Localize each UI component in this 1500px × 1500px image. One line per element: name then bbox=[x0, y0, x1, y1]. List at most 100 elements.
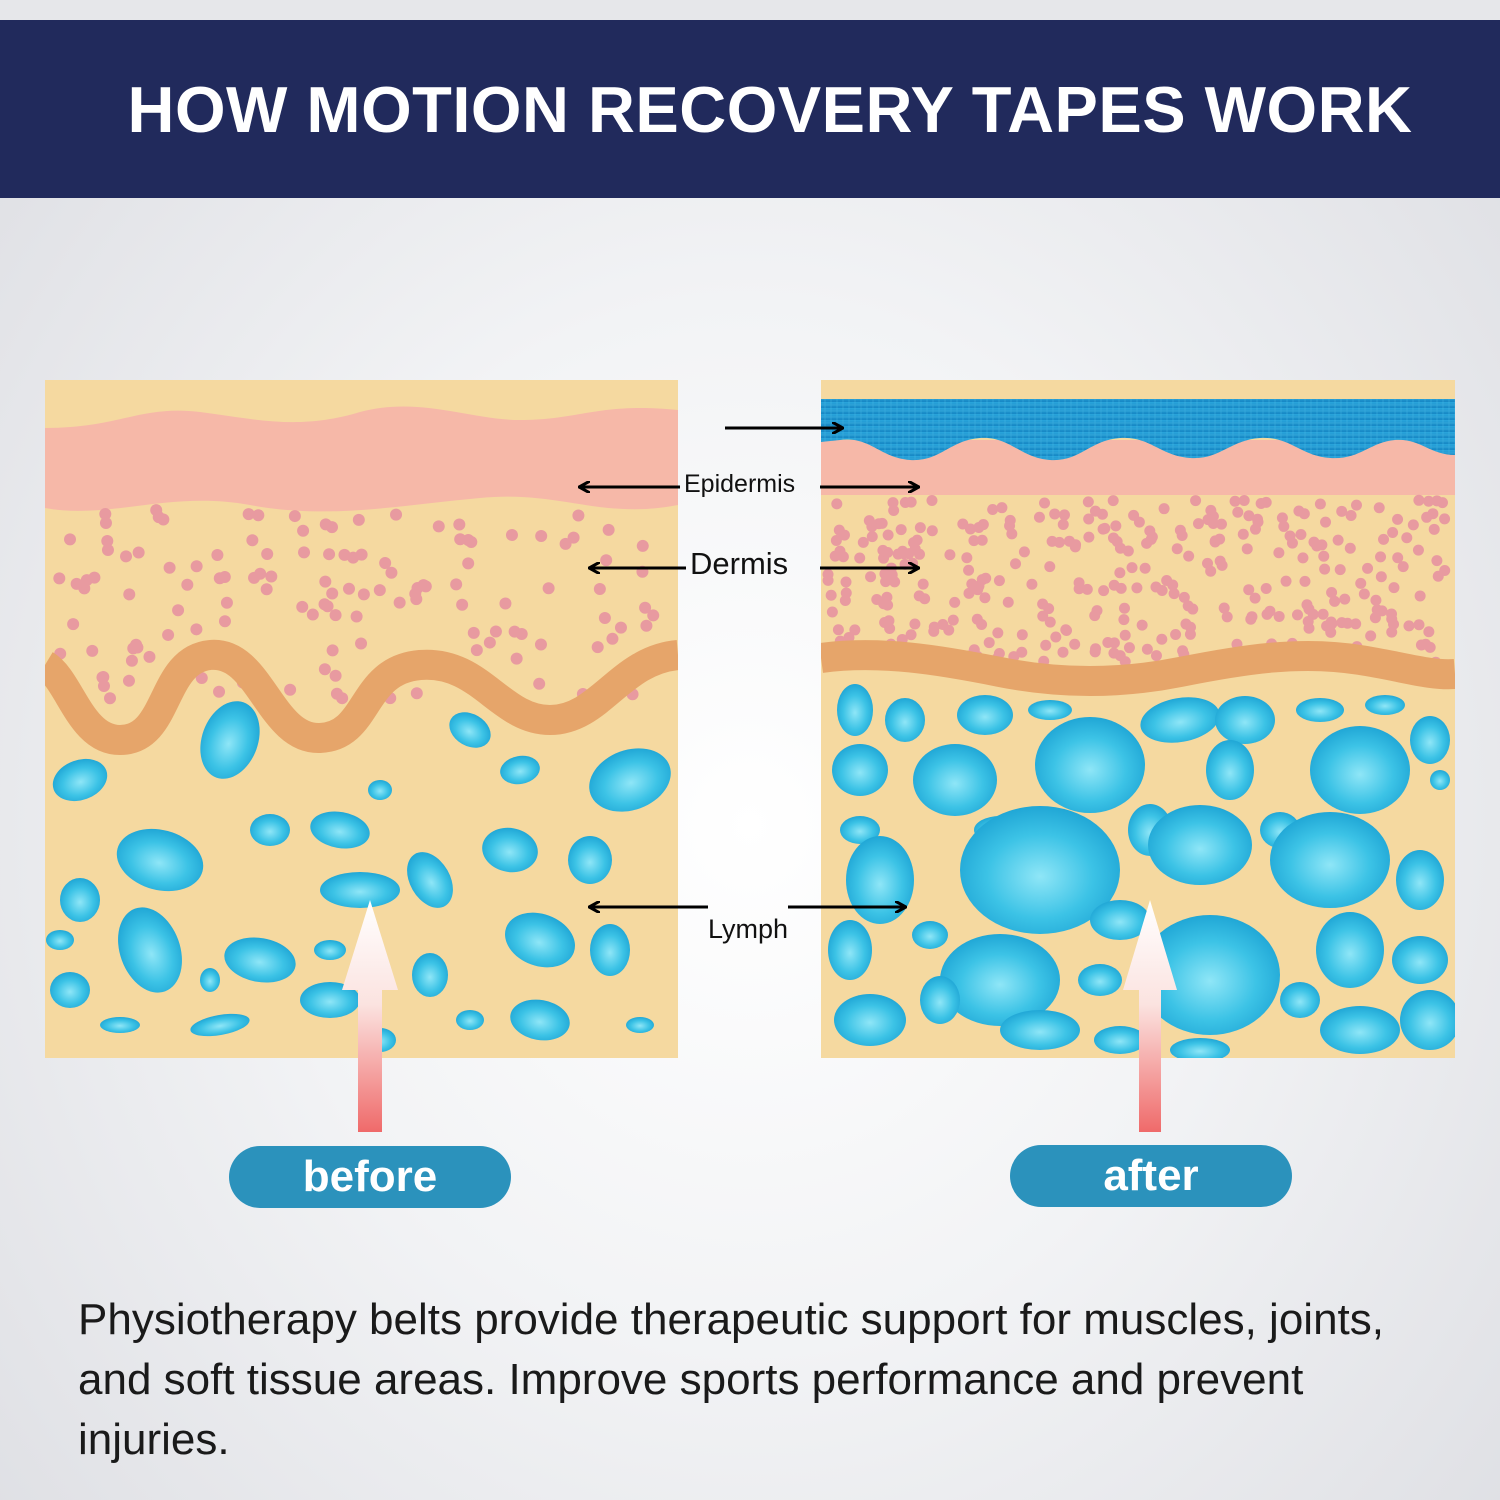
lymph-cell bbox=[300, 982, 360, 1018]
after-label: after bbox=[1010, 1145, 1292, 1207]
dermis-dot bbox=[120, 550, 133, 563]
dermis-dot bbox=[211, 548, 224, 561]
dermis-dot bbox=[1370, 594, 1382, 606]
dermis-dot bbox=[1040, 639, 1052, 651]
dermis-dot bbox=[252, 509, 265, 522]
dermis-dot bbox=[863, 515, 875, 527]
dermis-dot bbox=[1439, 513, 1451, 525]
dermis-dot bbox=[947, 614, 959, 626]
dermis-dot bbox=[857, 536, 869, 548]
lymph-cell bbox=[60, 878, 100, 922]
lymph-cell bbox=[912, 921, 948, 949]
lymph-cell bbox=[626, 1017, 654, 1033]
dermis-dot bbox=[1373, 502, 1385, 514]
dermis-dot bbox=[70, 577, 83, 590]
dermis-dot bbox=[1215, 518, 1227, 530]
lymph-cell bbox=[1090, 900, 1150, 940]
lymph-cell bbox=[1000, 1010, 1080, 1050]
lymph-cell bbox=[368, 780, 392, 800]
dermis-dot bbox=[1083, 531, 1095, 543]
lymph-cell bbox=[1028, 700, 1072, 720]
dermis-dot bbox=[1241, 543, 1253, 555]
dermis-dot bbox=[1350, 618, 1362, 630]
dermis-dot bbox=[882, 546, 894, 558]
lymph-cell bbox=[832, 744, 888, 796]
dermis-dot bbox=[1192, 518, 1204, 530]
dermis-dot bbox=[882, 529, 894, 541]
dermis-dot bbox=[1369, 612, 1381, 624]
dermis-dot bbox=[1044, 616, 1056, 628]
dermis-dot bbox=[1049, 508, 1061, 520]
lymph-cell bbox=[224, 937, 296, 983]
dermis-dot bbox=[1207, 518, 1219, 530]
dermis-dot bbox=[1278, 520, 1290, 532]
dermis-dot bbox=[99, 516, 112, 529]
dermis-dot bbox=[593, 582, 606, 595]
dermis-dot bbox=[976, 534, 988, 546]
dermis-dot bbox=[288, 510, 301, 523]
dermis-dot bbox=[1436, 497, 1448, 509]
dermis-dot bbox=[323, 548, 336, 561]
dermis-dot bbox=[326, 587, 339, 600]
lymph-cell bbox=[116, 828, 204, 892]
dermis-dot bbox=[1243, 584, 1255, 596]
lymph-cell bbox=[1140, 915, 1280, 1035]
lymph-cell bbox=[960, 806, 1120, 934]
dermis-dot bbox=[1316, 539, 1328, 551]
lymph-cell bbox=[1170, 1038, 1230, 1058]
dermis-dot bbox=[181, 578, 194, 591]
dermis-dot bbox=[1284, 530, 1296, 542]
dermis-dot bbox=[1229, 495, 1241, 507]
before-epidermis bbox=[45, 406, 678, 512]
dermis-dot bbox=[122, 674, 135, 687]
dermis-dot bbox=[1108, 637, 1120, 649]
lymph-cell bbox=[250, 814, 290, 846]
dermis-dot bbox=[1016, 629, 1028, 641]
dermis-dot bbox=[1401, 532, 1413, 544]
dermis-dot bbox=[505, 529, 518, 542]
dermis-dot bbox=[1026, 578, 1038, 590]
dermis-dot bbox=[1423, 626, 1435, 638]
dermis-dot bbox=[1133, 516, 1145, 528]
dermis-dot bbox=[895, 524, 907, 536]
dermis-dot bbox=[647, 609, 660, 622]
dermis-dot bbox=[163, 561, 176, 574]
dermis-dot bbox=[1375, 551, 1387, 563]
dermis-dot bbox=[1168, 588, 1180, 600]
dermis-dot bbox=[905, 629, 917, 641]
dermis-dot bbox=[1057, 519, 1069, 531]
dermis-dot bbox=[410, 593, 423, 606]
dermis-dot bbox=[1325, 616, 1337, 628]
dermis-dot bbox=[99, 507, 112, 520]
lymph-cell bbox=[314, 940, 346, 960]
after-lymph-cells bbox=[828, 684, 1455, 1058]
dermis-dot bbox=[1073, 583, 1085, 595]
lymph-cell bbox=[590, 924, 630, 976]
dermis-dot bbox=[1245, 613, 1257, 625]
dermis-dot bbox=[352, 513, 365, 526]
lymph-cell bbox=[456, 1010, 484, 1030]
dermis-dot bbox=[1237, 528, 1249, 540]
dermis-dot bbox=[64, 533, 77, 546]
dermis-dot bbox=[1114, 542, 1126, 554]
dermis-dot bbox=[1119, 656, 1131, 668]
dermis-dot bbox=[80, 574, 93, 587]
lymph-cell bbox=[1215, 696, 1275, 744]
lymph-cell bbox=[1316, 912, 1384, 988]
dermis-dot bbox=[600, 554, 613, 567]
dermis-dot bbox=[1415, 639, 1427, 651]
lymph-cell bbox=[200, 968, 220, 992]
dermis-dot bbox=[1303, 603, 1315, 615]
dermis-dot bbox=[914, 522, 926, 534]
dermis-dot bbox=[385, 566, 398, 579]
dermis-dot bbox=[318, 598, 331, 611]
dermis-dot bbox=[849, 624, 861, 636]
lymph-cell bbox=[190, 1013, 250, 1037]
dermis-dot bbox=[1136, 619, 1148, 631]
dermis-label: Dermis bbox=[690, 546, 789, 581]
dermis-dot bbox=[1345, 510, 1357, 522]
dermis-dot bbox=[1365, 630, 1377, 642]
dermis-dot bbox=[1018, 546, 1030, 558]
dermis-dot bbox=[489, 625, 502, 638]
dermis-dot bbox=[379, 557, 392, 570]
